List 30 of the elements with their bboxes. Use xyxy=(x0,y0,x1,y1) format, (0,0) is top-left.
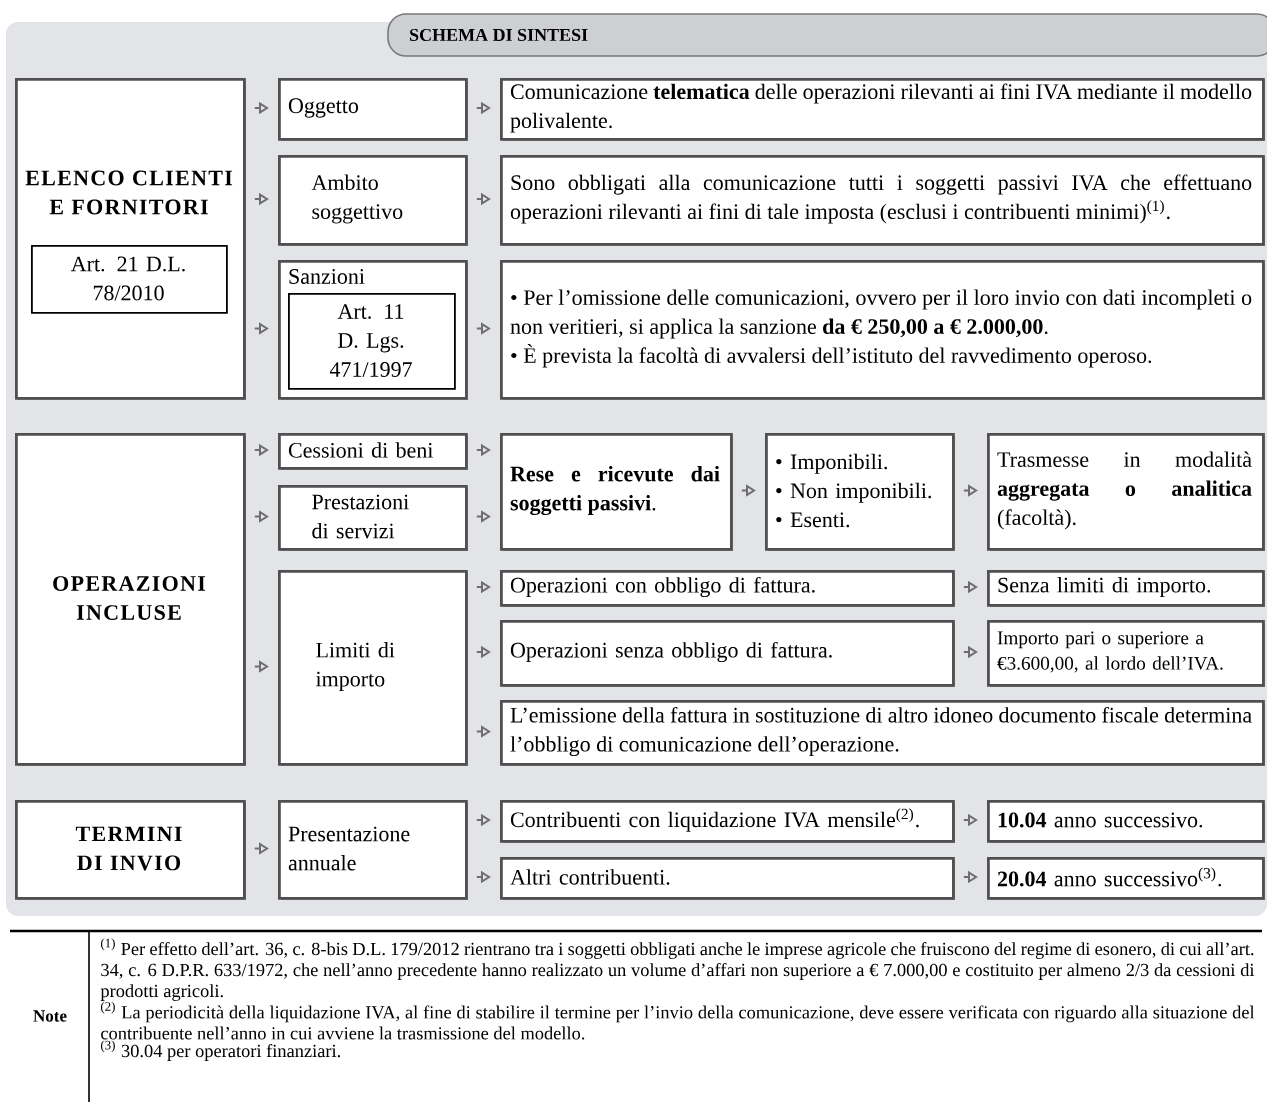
footnote-text: $^{(3)}$ 30.04 per operatori finanziari. xyxy=(100,1040,340,1061)
text-box: Sono obbligati alla comunicazione tutti i soggetti passivi IVA che effettuano operazioni rilevanti ai fini di tale imposta (esclusi i contribuenti minimi)$^{(1)}$. xyxy=(500,155,1265,246)
reference-box: Art. 11 D. Lgs. 471/1997 xyxy=(288,293,456,390)
text-box: 10.04 anno successivo. xyxy=(987,800,1265,843)
category-box: OPERAZIONI INCLUSE xyxy=(15,433,246,766)
text-box: Senza limiti di importo. xyxy=(987,570,1265,607)
text-box: Comunicazione telematica delle operazioni rilevanti ai fini IVA mediante il modello polivalente. xyxy=(500,78,1265,141)
text-box: Trasmesse in modalità aggregata o analitica (facoltà). xyxy=(987,433,1265,551)
text-box: • Per l’omissione delle comunicazioni, ovvero per il loro invio con dati incompleti o non veritieri, si applica la sanzione da € 250,00 a € 2.000,00. • È prevista la facoltà di avvalersi dell’istituto del ravvedimento operoso. xyxy=(500,260,1265,400)
reference-box: Art. 21 D.L. 78/2010 xyxy=(31,245,228,314)
text-box: • Imponibili. • Non imponibili. • Esenti. xyxy=(765,433,955,551)
text-box: Contribuenti con liquidazione IVA mensile$^{(2)}$. xyxy=(500,800,955,843)
text-box: Limiti di importo xyxy=(278,570,468,766)
text-box: Prestazioni di servizi xyxy=(278,485,468,551)
category-box: TERMINI DI INVIO xyxy=(15,800,246,900)
text-box: Cessioni di beni xyxy=(278,433,468,470)
text-box: Presentazione annuale xyxy=(278,800,468,900)
text-box: Altri contribuenti. xyxy=(500,857,955,900)
text-box: Importo pari o superiore a €3.600,00, al lordo dell’IVA. xyxy=(987,620,1265,687)
title-band: SCHEMA DI SINTESI xyxy=(387,13,1267,57)
text-box: 20.04 anno successivo$^{(3)}$. xyxy=(987,857,1265,900)
text-box: Rese e ricevute dai soggetti passivi. xyxy=(500,433,733,551)
text-box: L’emissione della fattura in sostituzione di altro idoneo documento fiscale determina l’obbligo di comunicazione dell’operazione. xyxy=(500,700,1265,766)
footnote-text: $^{(1)}$ Per effetto dell’art. 36, c. 8-bis D.L. 179/2012 rientrano tra i soggetti obbligati anche le imprese agricole che fruiscono del regime di esonero, di cui all’art. 34, c. 6 D.P.R. 633/1972, che nell’anno precedente hanno realizzato un volume d’affari non superiore a € 7.000,00 e costituito per almeno 2/3 da cessioni di prodotti agricoli. xyxy=(100,938,1255,1001)
text-box: Operazioni senza obbligo di fattura. xyxy=(500,620,955,687)
footnote-text: $^{(2)}$ La periodicità della liquidazione IVA, al fine di stabilire il termine per l’invio della comunicazione, deve essere verificata con riguardo alla situazione del contribuente nell’anno in cui avviene la trasmissione del modello. xyxy=(100,1001,1255,1040)
text-box: Ambito soggettivo xyxy=(278,155,468,246)
table-header: Note xyxy=(33,1010,67,1022)
text-box: Operazioni con obbligo di fattura. xyxy=(500,570,955,607)
text-box: Oggetto xyxy=(278,78,468,141)
